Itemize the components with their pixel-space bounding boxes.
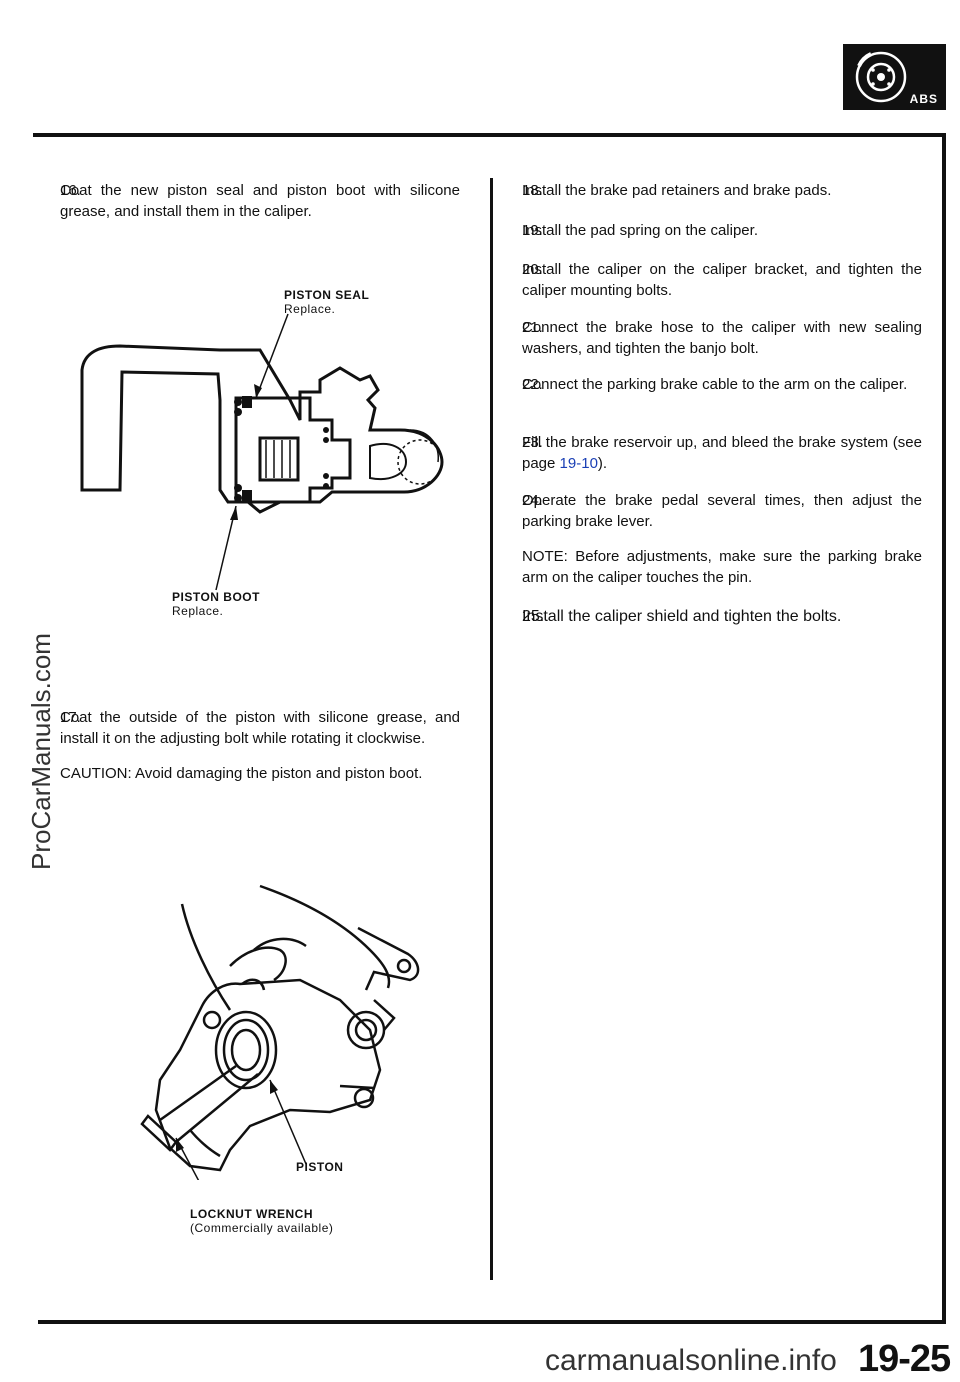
step-23-number: 23. xyxy=(522,434,543,451)
piston-seal-sub: Replace. xyxy=(284,302,336,316)
watermark-side: ProCarManuals.com xyxy=(26,633,56,870)
step-19: 19. Install the pad spring on the calipe… xyxy=(522,220,922,241)
piston-boot-sub: Replace. xyxy=(172,604,224,618)
step-23-text: Fill the brake reservoir up, and bleed t… xyxy=(522,432,922,474)
step-17-caution: CAUTION: Avoid damaging the piston and p… xyxy=(60,765,423,782)
step-23-text-b: ). xyxy=(597,455,608,472)
top-rule xyxy=(33,133,945,137)
step-17-text: Coat the outside of the piston with sili… xyxy=(60,709,460,747)
step-17: 17. Coat the outside of the piston with … xyxy=(60,707,460,784)
abs-label: ABS xyxy=(909,92,938,106)
figure-locknut-wrench xyxy=(130,880,430,1203)
step-19-text: Install the pad spring on the caliper. xyxy=(522,222,758,239)
step-16: 16. Coat the new piston seal and piston … xyxy=(60,180,460,222)
step-23-text-a: Fill the brake reservoir up, and bleed t… xyxy=(522,434,922,472)
step-24: 24. Operate the brake pedal several time… xyxy=(522,490,922,588)
piston-title: PISTON xyxy=(296,1160,344,1174)
piston-label: PISTON xyxy=(296,1160,343,1174)
step-22-number: 22. xyxy=(522,376,543,393)
step-24-note: NOTE: Before adjustments, make sure the … xyxy=(522,548,922,586)
page-ref-link[interactable]: 19-10 xyxy=(559,455,598,472)
step-24-text: Operate the brake pedal several times, t… xyxy=(522,492,922,530)
step-25: 25. Install the caliper shield and tight… xyxy=(522,606,922,627)
locknut-wrench-sub: (Commercially available) xyxy=(190,1221,334,1235)
caliper-hand-illustration xyxy=(140,884,420,1203)
locknut-wrench-title: LOCKNUT WRENCH xyxy=(190,1207,313,1221)
step-22: 22. Connect the parking brake cable to t… xyxy=(522,374,922,395)
step-23: 23. Fill the brake reservoir up, and ble… xyxy=(522,432,922,474)
step-18: 18. Install the brake pad retainers and … xyxy=(522,180,922,201)
step-19-number: 19. xyxy=(522,222,543,239)
page-number: 19-25 xyxy=(858,1338,951,1380)
column-divider xyxy=(490,178,493,1280)
step-21-number: 21. xyxy=(522,319,543,336)
step-16-number: 16. xyxy=(60,182,81,199)
figure-piston-seal xyxy=(70,280,460,640)
right-rule xyxy=(942,133,946,1323)
step-17-number: 17. xyxy=(60,709,81,726)
piston-seal-title: PISTON SEAL xyxy=(284,288,370,302)
step-21-text: Connect the brake hose to the caliper wi… xyxy=(522,319,922,357)
piston-boot-title: PISTON BOOT xyxy=(172,590,260,604)
step-18-text: Install the brake pad retainers and brak… xyxy=(522,182,832,199)
brake-disc-icon xyxy=(855,51,907,103)
step-20-number: 20. xyxy=(522,261,543,278)
step-25-number: 25. xyxy=(522,608,545,625)
step-21: 21. Connect the brake hose to the calipe… xyxy=(522,317,922,359)
piston-seal-label: PISTON SEAL Replace. xyxy=(284,288,369,316)
step-20-text: Install the caliper on the caliper brack… xyxy=(522,261,922,299)
step-22-text: Connect the parking brake cable to the a… xyxy=(522,376,908,393)
step-20: 20. Install the caliper on the caliper b… xyxy=(522,259,922,301)
step-24-number: 24. xyxy=(522,492,543,509)
step-25-text: Install the caliper shield and tighten t… xyxy=(522,608,842,625)
bottom-rule xyxy=(38,1320,946,1324)
watermark-bottom: carmanualsonline.info xyxy=(545,1344,837,1377)
caliper-cross-section-illustration xyxy=(80,313,444,591)
abs-badge: ABS xyxy=(843,44,946,110)
locknut-wrench-label: LOCKNUT WRENCH (Commercially available) xyxy=(190,1207,333,1235)
step-16-text: Coat the new piston seal and piston boot… xyxy=(60,182,460,220)
piston-boot-label: PISTON BOOT Replace. xyxy=(172,590,260,618)
step-18-number: 18. xyxy=(522,182,543,199)
